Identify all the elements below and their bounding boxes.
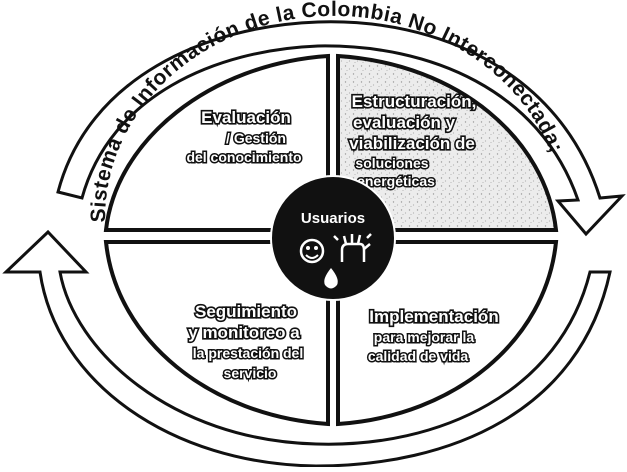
- quadrant-line: servicio: [224, 365, 277, 381]
- hand-icon: [333, 233, 372, 262]
- quadrant-title: Estructuración,: [352, 92, 477, 111]
- quadrant-line: / Gestión: [226, 130, 286, 146]
- water-drop-icon: [324, 268, 338, 289]
- quadrant-title: Seguimiento: [195, 302, 297, 321]
- quadrant-line: y monitoreo a: [188, 323, 300, 342]
- quadrant-line: calidad de vida: [368, 348, 469, 364]
- quadrant-line: del conocimiento: [186, 149, 301, 165]
- quadrant-line: la prestación del: [193, 345, 303, 361]
- center-label: Usuarios: [301, 210, 365, 227]
- cycle-arrows: [2, 20, 626, 468]
- center-ring: [270, 175, 396, 301]
- quadrant-line: evaluación y: [353, 113, 456, 132]
- quadrant-title: Evaluación: [201, 108, 291, 127]
- arrow-bottom-left: [2, 229, 612, 468]
- quadrant-bottom-left-label: Seguimiento y monitoreo a la prestación …: [187, 300, 305, 382]
- center-circle: [271, 176, 395, 300]
- quadrant-title: Implementación: [369, 307, 498, 326]
- quadrant-line: energéticas: [357, 173, 435, 189]
- quadrant-top-left-label: Evaluación / Gestión del conocimiento: [185, 106, 303, 166]
- quadrant-line: para mejorar la: [374, 329, 475, 345]
- quadrant-top-right: [336, 53, 559, 232]
- quadrant-line: soluciones: [355, 155, 428, 171]
- quadrant-line: viabilización de: [349, 134, 475, 153]
- quadrant-top-right-label: Estructuración, evaluación y viabilizaci…: [348, 90, 478, 190]
- quadrants: [103, 53, 559, 427]
- quadrant-bottom-left: [103, 240, 330, 427]
- quadrant-top-left: [103, 53, 330, 232]
- face-icon: [299, 238, 325, 264]
- center-hub: Usuarios: [270, 175, 396, 301]
- quadrant-bottom-right: [336, 240, 559, 427]
- quadrant-bottom-right-label: Implementación para mejorar la calidad d…: [366, 305, 500, 365]
- arrow-top-right: [56, 20, 626, 237]
